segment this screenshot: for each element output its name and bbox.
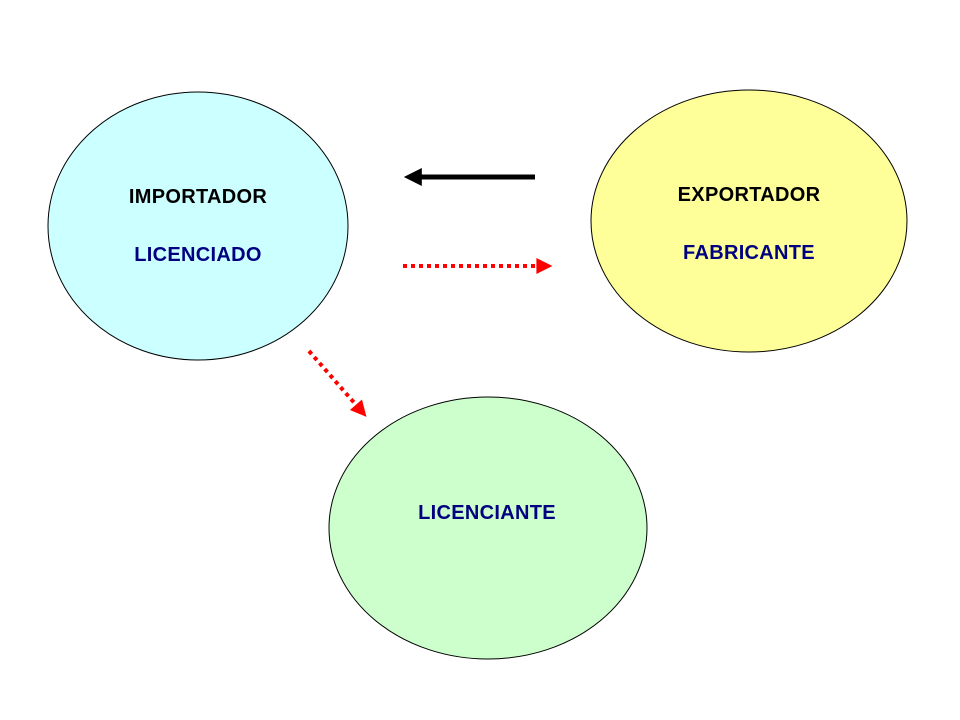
node-importador: IMPORTADOR LICENCIADO bbox=[47, 91, 349, 361]
node-licenciante-shape bbox=[328, 396, 648, 660]
node-exportador-title: EXPORTADOR bbox=[678, 184, 821, 206]
node-licenciante-title: LICENCIANTE bbox=[418, 502, 556, 524]
node-exportador: EXPORTADOR FABRICANTE bbox=[590, 89, 908, 353]
node-exportador-shape bbox=[590, 89, 908, 353]
node-importador-subtitle: LICENCIADO bbox=[134, 244, 261, 266]
node-exportador-subtitle: FABRICANTE bbox=[683, 242, 815, 264]
dotted-arrow-importador-to-licenciante bbox=[307, 349, 367, 417]
node-importador-title: IMPORTADOR bbox=[129, 186, 267, 208]
node-importador-shape bbox=[47, 91, 349, 361]
node-licenciante: LICENCIANTE bbox=[328, 396, 648, 660]
